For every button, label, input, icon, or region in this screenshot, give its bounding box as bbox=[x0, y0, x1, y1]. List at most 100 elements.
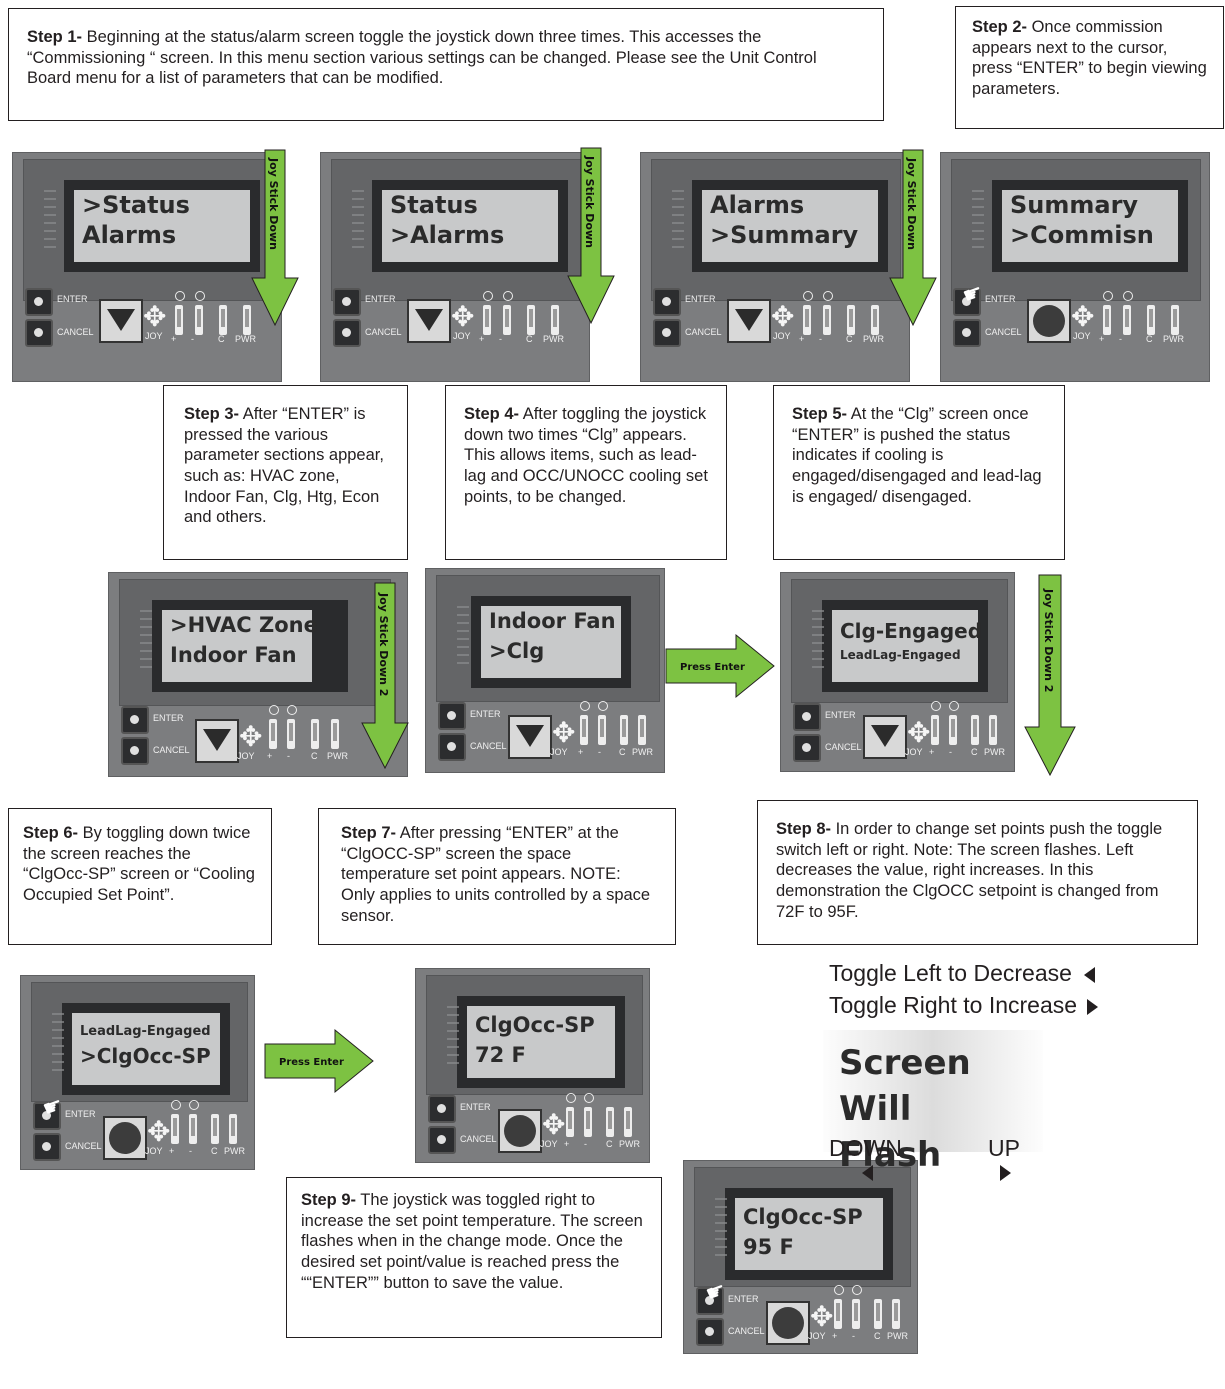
down-arrow-icon bbox=[735, 309, 763, 331]
step-2-text: Once commission appears next to the curs… bbox=[972, 18, 1207, 98]
cancel-button[interactable] bbox=[696, 1318, 724, 1346]
joystick-button[interactable] bbox=[1027, 299, 1071, 343]
down-arrow-icon bbox=[516, 725, 544, 747]
step-7-title: Step 7- bbox=[341, 824, 397, 842]
step-1-text: Beginning at the status/alarm screen tog… bbox=[27, 28, 817, 88]
pin-connectors bbox=[173, 291, 263, 339]
step-1-box: Step 1- Beginning at the status/alarm sc… bbox=[8, 8, 884, 121]
joy-label: JOY bbox=[1073, 331, 1091, 341]
joystick-button[interactable] bbox=[103, 1116, 147, 1160]
cancel-button[interactable] bbox=[25, 319, 53, 347]
cancel-button[interactable] bbox=[33, 1133, 61, 1161]
pin-connectors bbox=[171, 1100, 251, 1148]
c-label: C bbox=[1146, 334, 1153, 344]
cancel-label: CANCEL bbox=[65, 1141, 102, 1151]
toggle-left-text: Toggle Left to Decrease bbox=[829, 960, 1096, 987]
cancel-button[interactable] bbox=[428, 1126, 456, 1154]
up-right-triangle-icon bbox=[1000, 1165, 1011, 1181]
joystick-button[interactable] bbox=[727, 299, 771, 343]
pin-connectors bbox=[481, 291, 571, 339]
lcd-line-1: Clg-Engaged bbox=[840, 619, 983, 643]
cancel-label: CANCEL bbox=[365, 327, 402, 337]
step-9-box: Step 9- The joystick was toggled right t… bbox=[286, 1177, 662, 1338]
enter-label: ENTER bbox=[470, 709, 501, 719]
c-label: C bbox=[874, 1331, 881, 1341]
joystick-down-arrow-label: Joy Stick Down bbox=[583, 155, 596, 248]
minus-label: - bbox=[598, 747, 601, 757]
joystick-down-arrow-label: Joy Stick Down bbox=[267, 157, 280, 250]
up-label: UP bbox=[988, 1135, 1020, 1161]
c-label: C bbox=[606, 1139, 613, 1149]
joystick-button[interactable] bbox=[195, 719, 239, 763]
pwr-label: PWR bbox=[224, 1146, 245, 1156]
press-enter-arrow-2: Press Enter bbox=[264, 1028, 374, 1094]
minus-label: - bbox=[819, 334, 822, 344]
joy-label: JOY bbox=[773, 331, 791, 341]
step-1-title: Step 1- bbox=[27, 28, 83, 46]
enter-button[interactable] bbox=[438, 702, 466, 730]
cancel-button[interactable] bbox=[653, 319, 681, 347]
enter-button[interactable] bbox=[953, 288, 981, 316]
joystick-button[interactable] bbox=[498, 1109, 542, 1153]
plus-label: + bbox=[267, 751, 273, 761]
cancel-button[interactable] bbox=[438, 733, 466, 761]
joy-label: JOY bbox=[237, 751, 255, 761]
flash-line-2: Flash bbox=[839, 1135, 942, 1175]
cancel-button[interactable] bbox=[793, 734, 821, 762]
cancel-label: CANCEL bbox=[460, 1134, 497, 1144]
step-5-title: Step 5- bbox=[792, 405, 848, 423]
c-label: C bbox=[846, 334, 853, 344]
press-enter-arrow-label: Press Enter bbox=[680, 662, 745, 673]
joystick-down-arrow-1: Joy Stick Down bbox=[251, 149, 299, 327]
lcd-line-1: Status bbox=[390, 191, 478, 219]
down-label: DOWN bbox=[829, 1135, 902, 1161]
pin-connectors bbox=[580, 701, 660, 749]
direction-cross-icon: ✥ bbox=[147, 1116, 171, 1147]
step-4-title: Step 4- bbox=[464, 405, 520, 423]
cancel-label: CANCEL bbox=[728, 1326, 765, 1336]
lcd-screen: Summary>Commisn bbox=[1002, 190, 1178, 262]
lcd-line-2: >Clg bbox=[489, 639, 545, 663]
toggle-left-label: Toggle Left to Decrease bbox=[829, 960, 1072, 986]
enter-button[interactable] bbox=[33, 1102, 61, 1130]
enter-button[interactable] bbox=[793, 703, 821, 731]
joystick-round-icon bbox=[504, 1115, 536, 1147]
step-8-title: Step 8- bbox=[776, 820, 832, 838]
enter-label: ENTER bbox=[825, 710, 856, 720]
joystick-button[interactable] bbox=[99, 299, 143, 343]
enter-label: ENTER bbox=[65, 1109, 96, 1119]
enter-button[interactable] bbox=[428, 1095, 456, 1123]
joy-label: JOY bbox=[808, 1331, 826, 1341]
controller-panel-3: Alarms>Summary ENTER CANCEL ✥ JOY + - C … bbox=[640, 152, 910, 382]
enter-label: ENTER bbox=[685, 294, 716, 304]
minus-label: - bbox=[287, 751, 290, 761]
enter-button[interactable] bbox=[25, 288, 53, 316]
joystick-button[interactable] bbox=[766, 1301, 810, 1345]
cancel-button[interactable] bbox=[121, 737, 149, 765]
joystick-button[interactable] bbox=[407, 299, 451, 343]
lcd-line-2: LeadLag-Engaged bbox=[840, 648, 961, 662]
step-8-text: In order to change set points push the t… bbox=[776, 820, 1163, 921]
cancel-label: CANCEL bbox=[470, 741, 507, 751]
enter-button[interactable] bbox=[696, 1287, 724, 1315]
joystick-button[interactable] bbox=[863, 715, 907, 759]
joystick-button[interactable] bbox=[508, 715, 552, 759]
enter-button[interactable] bbox=[653, 288, 681, 316]
plus-label: + bbox=[799, 334, 805, 344]
joy-label: JOY bbox=[550, 747, 568, 757]
cancel-label: CANCEL bbox=[153, 745, 190, 755]
cancel-button[interactable] bbox=[953, 319, 981, 347]
direction-cross-icon: ✥ bbox=[907, 717, 931, 748]
plus-label: + bbox=[929, 747, 935, 757]
step-3-text: After “ENTER” is pressed the various par… bbox=[184, 405, 384, 527]
pin-connectors bbox=[1101, 291, 1191, 339]
enter-label: ENTER bbox=[985, 294, 1016, 304]
lcd-screen: Status>Alarms bbox=[382, 190, 558, 262]
enter-button[interactable] bbox=[333, 288, 361, 316]
c-label: C bbox=[211, 1146, 218, 1156]
joystick-down-2-arrow-label: Joy Stick Down 2 bbox=[377, 592, 390, 696]
right-triangle-icon bbox=[1087, 998, 1099, 1015]
enter-button[interactable] bbox=[121, 706, 149, 734]
cancel-button[interactable] bbox=[333, 319, 361, 347]
